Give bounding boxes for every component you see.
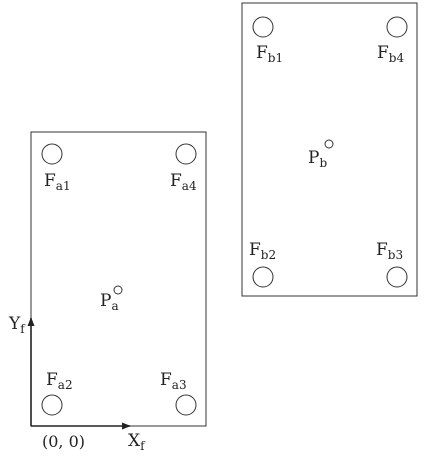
point-pa-marker [113, 285, 123, 295]
panel-b-outline [241, 2, 418, 297]
fixture-b4-circle [386, 16, 408, 38]
fixture-a3-circle [175, 394, 197, 416]
fixture-b1-label: Fb1 [256, 43, 283, 65]
fixture-a2-label: Fa2 [46, 370, 73, 392]
fixture-b2-circle [252, 266, 274, 288]
point-pb-marker [324, 139, 334, 149]
fixture-b3-label: Fb3 [376, 240, 403, 262]
fixture-a1-label: Fa1 [44, 171, 71, 193]
fixture-b3-circle [386, 266, 408, 288]
fixture-a4-label: Fa4 [170, 171, 197, 193]
y-axis-label: Yf [8, 314, 26, 336]
origin-label: (0, 0) [42, 432, 85, 451]
fixture-b4-label: Fb4 [377, 43, 404, 65]
point-pa-label: Pa [100, 291, 119, 313]
fixture-b1-circle [252, 16, 274, 38]
fixture-a3-label: Fa3 [160, 370, 187, 392]
fixture-a1-circle [41, 143, 63, 165]
x-axis-label: Xf [128, 431, 146, 453]
fixture-a2-circle [41, 394, 63, 416]
fixture-a4-circle [175, 143, 197, 165]
fixture-b2-label: Fb2 [249, 240, 276, 262]
point-pb-label: Pb [308, 148, 327, 170]
